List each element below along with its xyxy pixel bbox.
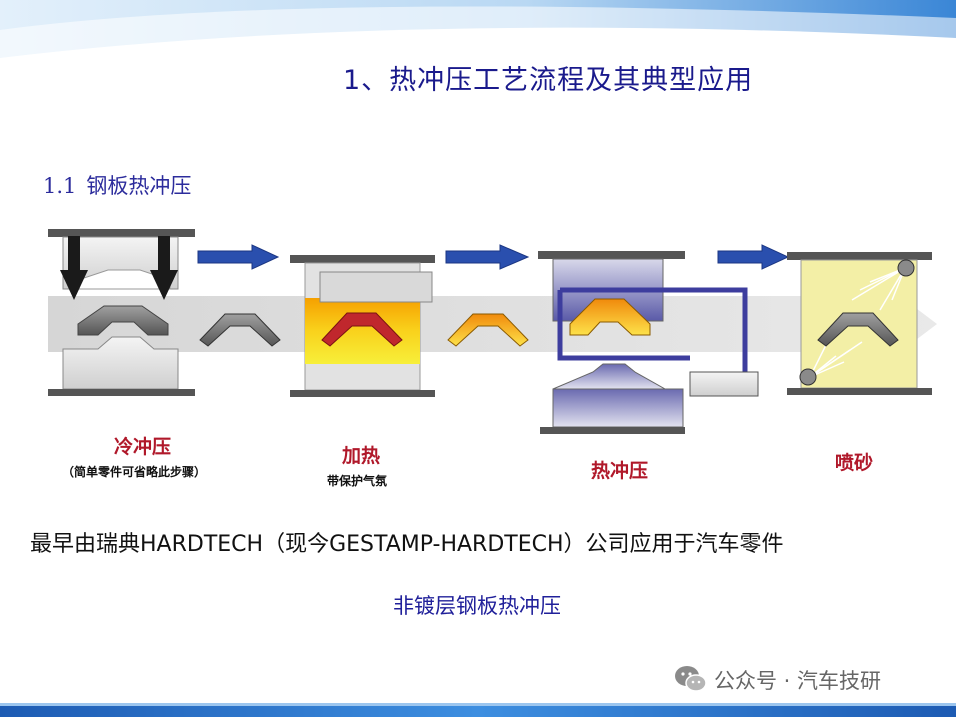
watermark-text: 公众号 · 汽车技研: [714, 669, 882, 693]
subtitle: 非镀层钢板热冲压: [393, 594, 561, 618]
wechat-icon: [675, 666, 707, 692]
stage-label-shot-blasting: 喷砂: [835, 452, 874, 474]
stage-label-hot-stamping: 热冲压: [591, 460, 649, 482]
bottom-banner: [0, 703, 956, 717]
blue-right-arrow-icon: [717, 244, 790, 270]
page-title: 1、热冲压工艺流程及其典型应用: [343, 65, 754, 96]
section-title: 钢板热冲压: [86, 174, 192, 198]
process-diagram: [48, 229, 937, 434]
heating-furnace: [290, 255, 435, 397]
cold-stamping-press: [48, 229, 195, 396]
stage-label-heating: 加热: [342, 445, 381, 467]
stage-note-heating: 带保护气氛: [327, 474, 388, 488]
stage-label-cold-stamping: 冷冲压: [114, 436, 172, 458]
blue-right-arrow-icon: [197, 244, 280, 270]
top-banner: [0, 0, 956, 58]
stage-note-cold-stamping: （简单零件可省略此步骤）: [62, 465, 207, 479]
shot-blasting-chamber: [787, 252, 932, 395]
formed-blank: [199, 313, 281, 347]
heated-blank: [447, 313, 529, 347]
history-text: 最早由瑞典HARDTECH（现今GESTAMP-HARDTECH）公司应用于汽车…: [30, 532, 784, 557]
blue-right-arrow-icon: [445, 244, 530, 270]
section-heading: 1.1 钢板热冲压: [43, 170, 191, 200]
section-number: 1.1: [43, 174, 77, 198]
hot-stamping-press: [538, 251, 759, 434]
watermark: 公众号 · 汽车技研: [674, 662, 934, 694]
